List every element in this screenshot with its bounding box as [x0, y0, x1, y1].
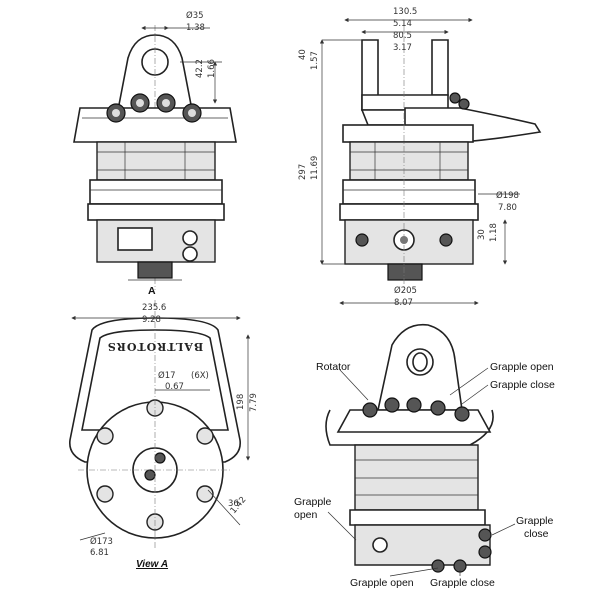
- label-grapple-close-bottom: Grapple close: [430, 577, 495, 589]
- motor-housing: [89, 179, 223, 205]
- dim-top-mm: 40: [298, 49, 308, 60]
- label-grapple-left-2: open: [294, 509, 318, 521]
- dim-offset-mm: 36: [228, 499, 239, 509]
- dim-base-dia-in: 8.07: [394, 298, 413, 308]
- dim-lug-height-mm: 42.2: [195, 59, 205, 78]
- dim-lug-hole-mm: Ø35: [186, 10, 204, 21]
- front-view: [73, 25, 237, 290]
- label-grapple-right-2: close: [524, 528, 549, 540]
- side-dimensions: [319, 17, 520, 306]
- view-marker-a: A: [148, 285, 156, 297]
- dim-height-mm: 297: [298, 164, 308, 180]
- bottom-shaft: [137, 261, 173, 279]
- dim-lug-height-in: 1.66: [207, 59, 217, 78]
- rotator-body: [96, 141, 216, 181]
- dim-flange-in: 9.28: [142, 315, 161, 325]
- dim-width-in: 5.14: [393, 19, 412, 29]
- dim-flange-mm: 235.6: [142, 303, 166, 313]
- dim-fork-mm: 80.5: [393, 31, 412, 41]
- dim-valve-mm: 30: [477, 229, 487, 240]
- view-a-bolts: [96, 399, 214, 531]
- label-grapple-left-1: Grapple: [294, 496, 332, 508]
- hydraulic-fittings: [106, 93, 202, 123]
- label-grapple-open-top: Grapple open: [490, 361, 554, 373]
- dim-view-height-mm: 198: [236, 394, 246, 410]
- side-view: [339, 25, 542, 290]
- dim-bolt-in: 0.67: [165, 382, 184, 392]
- dim-bolt-count: (6X): [191, 371, 209, 381]
- dim-top-in: 1.57: [310, 51, 320, 70]
- brand-logo-text: BALTROTORS: [107, 340, 203, 353]
- label-grapple-open-bottom: Grapple open: [350, 577, 414, 589]
- lower-flange: [87, 203, 225, 221]
- dim-disk-dia-in: 6.81: [90, 548, 109, 558]
- view-a-caption: View A: [136, 559, 168, 570]
- dim-disk-dia-mm: Ø173: [90, 536, 113, 547]
- dim-bolt-mm: Ø17: [158, 370, 176, 381]
- dim-lug-hole-in: 1.38: [186, 23, 205, 33]
- dim-valve-in: 1.18: [489, 223, 499, 242]
- label-grapple-close-top: Grapple close: [490, 379, 555, 391]
- dim-width-mm: 130.5: [393, 7, 417, 17]
- top-flange: [73, 107, 237, 143]
- dim-body-dia-in: 7.80: [498, 203, 517, 213]
- dim-fork-in: 3.17: [393, 43, 412, 53]
- dimension-labels: Ø35 1.38 42.2 1.66 130.5 5.14 80.5 3.17 …: [90, 7, 519, 558]
- front-dimensions: [141, 25, 222, 104]
- view-a: [68, 300, 251, 548]
- dim-body-dia-mm: Ø198: [496, 190, 519, 201]
- dim-view-height-in: 7.79: [249, 393, 259, 412]
- dim-height-in: 11.69: [310, 156, 320, 180]
- dim-base-dia-mm: Ø205: [394, 285, 417, 296]
- label-grapple-right-1: Grapple: [516, 515, 554, 527]
- label-rotator: Rotator: [316, 361, 351, 373]
- port-labels: Rotator Grapple open Grapple close Grapp…: [294, 361, 555, 589]
- isometric-view: [325, 323, 516, 577]
